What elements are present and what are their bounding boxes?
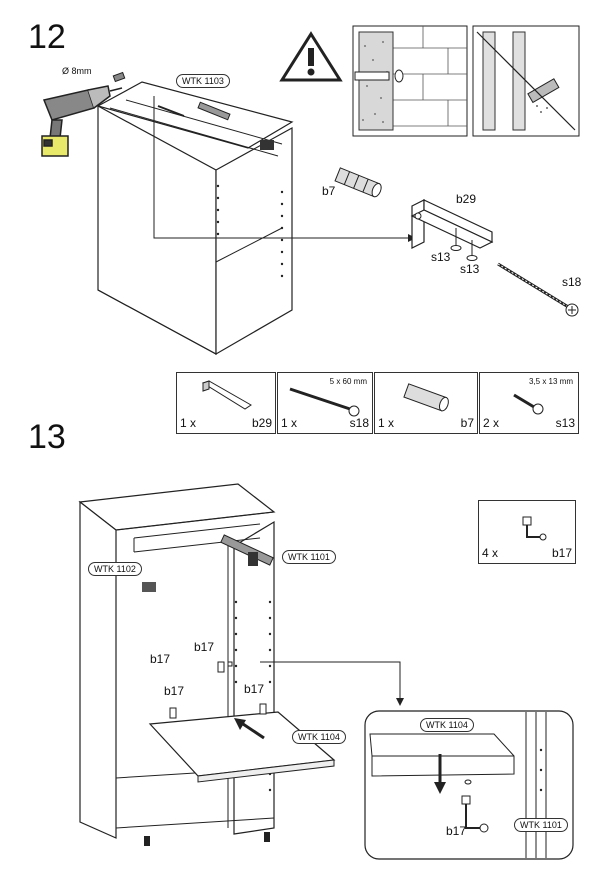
part-code: b7	[460, 416, 474, 430]
panel-tag-wtk1102: WTK 1102	[88, 562, 142, 576]
callout-line-step13	[260, 661, 404, 706]
drill-size-label: Ø 8mm	[62, 66, 92, 76]
part-dimension: 3,5 x 13 mm	[528, 377, 573, 386]
label-s13-b: s13	[460, 262, 480, 276]
step-12-number: 12	[28, 18, 66, 56]
dowel-b7-illustration	[334, 167, 382, 198]
drill-icon	[41, 85, 123, 157]
part-qty: 2 x	[483, 416, 500, 430]
part-box-b7: 1 x b7	[374, 372, 478, 434]
part-code: s18	[349, 416, 369, 430]
bracket-b29-illustration	[410, 199, 494, 249]
part-box-s18: 5 x 60 mm 1 x s18	[277, 372, 373, 434]
short-screw-part-icon	[513, 393, 544, 415]
warning-icon	[279, 31, 343, 82]
detail-tag-wtk1104: WTK 1104	[420, 718, 474, 732]
part-box-s13: 3,5 x 13 mm 2 x s13	[479, 372, 579, 434]
label-b17-4: b17	[244, 682, 265, 696]
panel-tag-wtk1104: WTK 1104	[292, 730, 346, 744]
long-screw-part-icon	[289, 387, 360, 417]
part-qty: 1 x	[180, 416, 197, 430]
part-code: b17	[551, 546, 572, 560]
label-b17-2: b17	[194, 640, 215, 654]
label-b17-3: b17	[164, 684, 185, 698]
part-dimension: 5 x 60 mm	[329, 377, 367, 386]
part-qty: 1 x	[378, 416, 395, 430]
label-b7: b7	[322, 184, 336, 198]
label-b29: b29	[456, 192, 477, 206]
screw-s13-illustration	[450, 228, 478, 261]
screw-s18-illustration	[497, 262, 579, 317]
wall-anchor-correct-illustration	[352, 25, 468, 137]
dowel-part-icon	[403, 383, 449, 412]
label-s13-a: s13	[431, 250, 451, 264]
shelf-pin-detail-illustration	[364, 710, 574, 860]
part-code: b29	[251, 416, 272, 430]
label-b17-1: b17	[150, 652, 171, 666]
wall-anchor-wrong-illustration	[472, 25, 580, 137]
detail-tag-wtk1101: WTK 1101	[514, 818, 568, 832]
step-13-number: 13	[28, 418, 66, 456]
cabinet-illustration-step12	[96, 71, 294, 356]
part-qty: 1 x	[281, 416, 298, 430]
bracket-part-icon	[201, 380, 252, 410]
part-code: s13	[555, 416, 575, 430]
part-qty: 4 x	[482, 546, 499, 560]
cabinet-illustration-step13	[78, 483, 336, 846]
part-box-b29: 1 x b29	[176, 372, 276, 434]
panel-tag-wtk1101: WTK 1101	[282, 550, 336, 564]
shelf-pin-part-icon	[522, 516, 547, 541]
detail-label-b17: b17	[446, 824, 467, 838]
panel-tag-wtk1103: WTK 1103	[176, 74, 230, 88]
label-s18: s18	[562, 275, 582, 289]
part-box-b17: 4 x b17	[478, 500, 576, 564]
